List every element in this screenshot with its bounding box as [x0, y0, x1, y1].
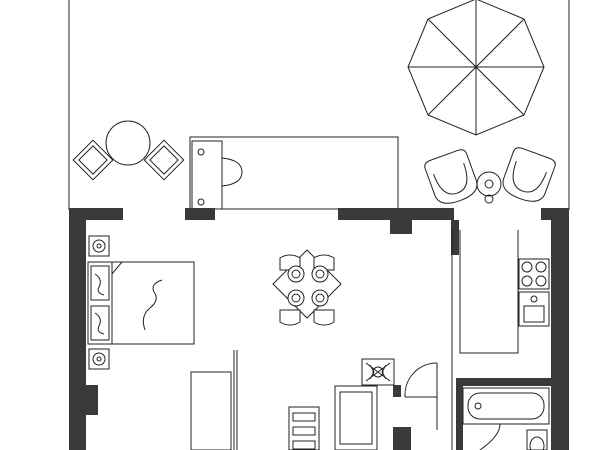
nightstand [88, 235, 110, 257]
dining-chair [279, 254, 305, 283]
terrace [68, 0, 570, 210]
double-bed [87, 261, 195, 345]
bathtub [462, 387, 550, 425]
toilet [526, 429, 548, 450]
garden-armchair [502, 147, 556, 202]
sofa [334, 385, 378, 450]
garden-table [476, 171, 502, 204]
dining-chair [311, 254, 335, 283]
plant [361, 358, 395, 386]
kitchen-partition [451, 230, 519, 450]
wardrobe [190, 350, 238, 450]
garden-armchair [424, 149, 478, 204]
stove [518, 258, 550, 290]
sun-umbrella [407, 0, 545, 136]
kitchen-sink [518, 291, 550, 327]
swing-door [404, 362, 438, 430]
lounge-chair [72, 139, 114, 181]
dining-chair [279, 289, 305, 326]
walls [69, 208, 569, 450]
balcony-panel [189, 136, 399, 210]
armchair [288, 406, 320, 450]
lounge-chair [143, 139, 185, 181]
nightstand [88, 348, 110, 370]
bathroom-door [479, 423, 501, 450]
garden-table [105, 120, 151, 166]
dining-chair [311, 289, 335, 326]
